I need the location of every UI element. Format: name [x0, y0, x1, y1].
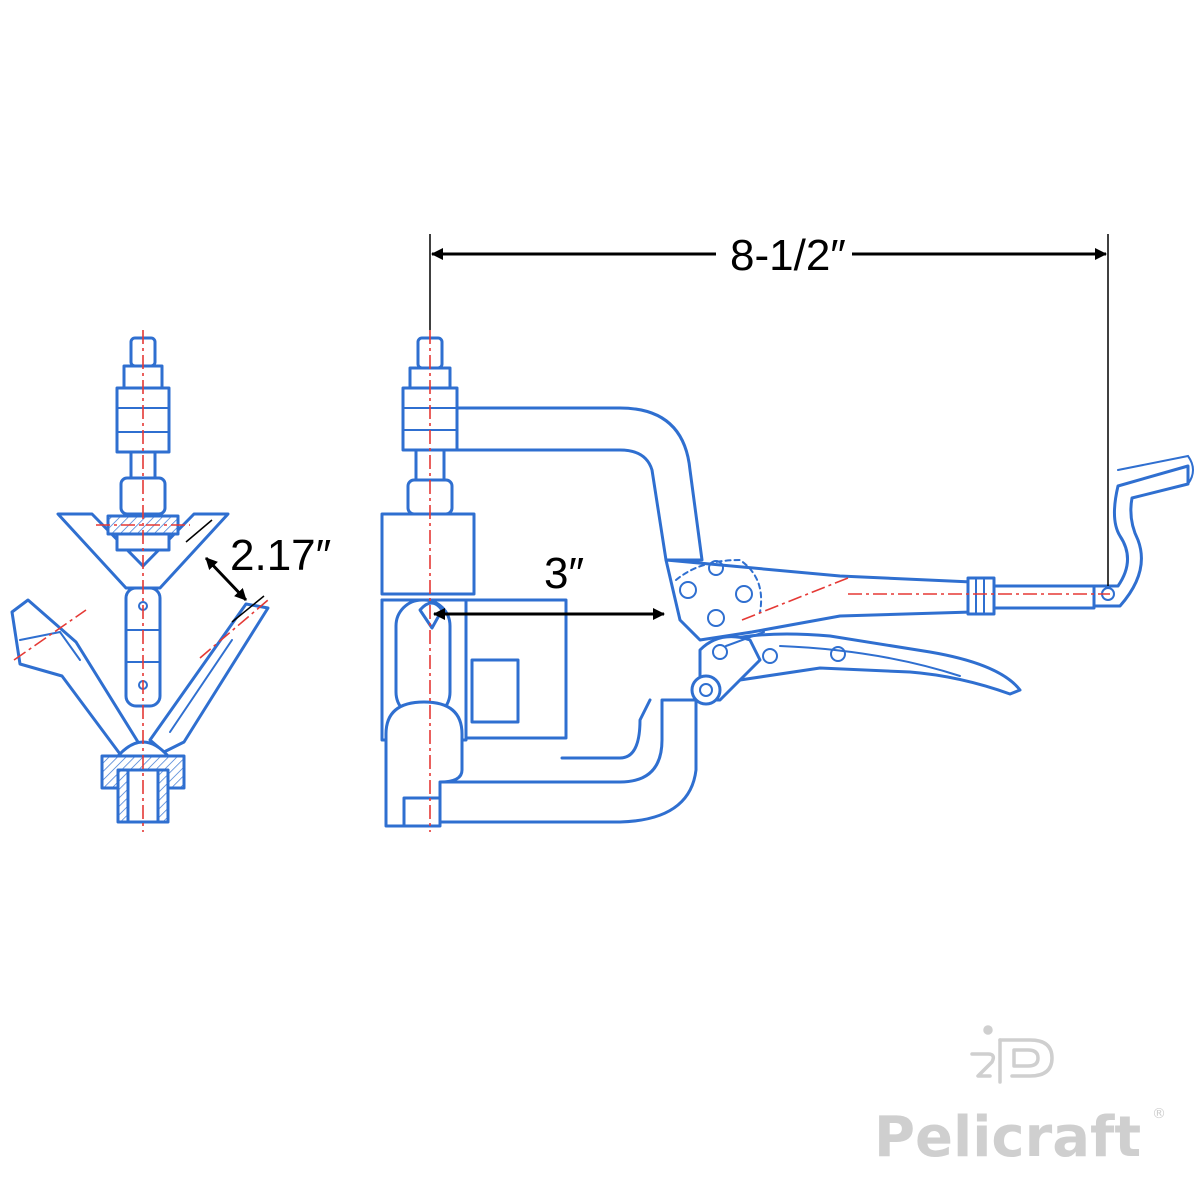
overall-length-label: 8-1/2″: [730, 231, 846, 280]
side-right-jaw: [148, 602, 270, 754]
plier-screw-shaft: [992, 584, 1096, 610]
plier-centerline: [741, 577, 849, 621]
pivot-pin-7: [830, 646, 846, 662]
plier-ferrule: [966, 576, 996, 616]
throat-depth-dimension: 3″: [433, 549, 665, 620]
throat-depth-label: 3″: [544, 549, 584, 598]
lower-anvil: [384, 700, 464, 828]
lower-jaw-insert: [470, 658, 520, 724]
lower-c-frame: [438, 698, 698, 824]
pivot-pin-2: [708, 560, 724, 576]
plier-upper-handle: [664, 558, 974, 642]
brand-name: Pelicraft: [874, 1105, 1141, 1170]
jaw-opening-label: 2.17″: [230, 531, 331, 580]
side-view: [10, 330, 270, 832]
front-view: [380, 330, 1194, 832]
pivot-pin-3: [735, 585, 753, 603]
registered-mark: ®: [1152, 1106, 1166, 1122]
upper-pad-block: [380, 512, 476, 596]
pelicraft-logo-icon: [970, 1025, 1054, 1084]
pivot-pin-1: [679, 581, 697, 599]
pivot-pin-4: [707, 609, 725, 627]
adjustment-crank: [1092, 464, 1190, 608]
upper-c-frame: [450, 406, 704, 562]
pivot-pin-5: [712, 644, 728, 660]
plier-lower-handle: [718, 632, 1022, 696]
brand-watermark: Pelicraft ®: [874, 1025, 1166, 1170]
lower-jaw-stem: [394, 598, 452, 720]
pivot-pin-6: [762, 648, 778, 664]
jaw-opening-dimension: 2.17″: [185, 519, 331, 623]
pivot-pin-8: [690, 674, 722, 706]
overall-length-dimension: 8-1/2″: [429, 231, 1109, 586]
side-left-jaw: [10, 598, 140, 756]
